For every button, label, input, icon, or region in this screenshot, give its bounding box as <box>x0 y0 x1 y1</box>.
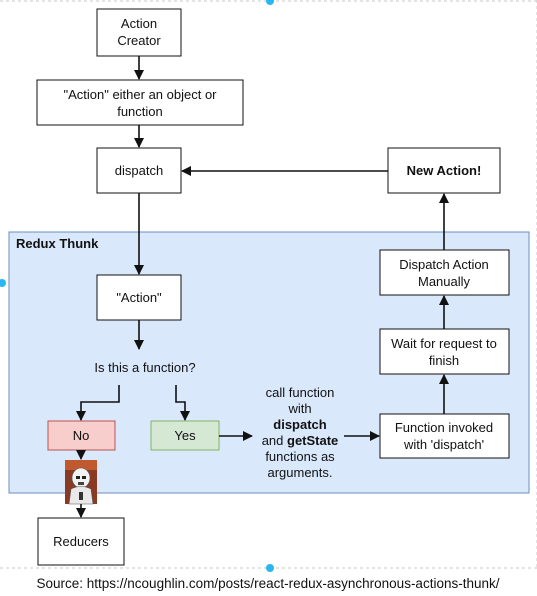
action-type-line1: "Action" either an object or <box>63 87 217 102</box>
dispatch-label: dispatch <box>115 163 163 178</box>
call-function-getstate: getState <box>287 433 338 448</box>
action-creator-line2: Creator <box>117 33 161 48</box>
reducers-label: Reducers <box>53 534 109 549</box>
dispatch-manual-line2: Manually <box>418 274 471 289</box>
action-type-line2: function <box>117 104 163 119</box>
function-invoked-line2: with 'dispatch' <box>403 437 484 452</box>
selection-handle-top[interactable] <box>266 0 274 5</box>
call-function-line6: arguments. <box>267 465 332 480</box>
source-caption: Source: https://ncoughlin.com/posts/reac… <box>37 576 500 591</box>
edge-question-to-yes <box>175 385 190 421</box>
action-type-node[interactable] <box>36 79 244 126</box>
call-function-line5: functions as <box>265 449 335 464</box>
edge-question-to-no <box>76 385 120 421</box>
no-label: No <box>73 428 90 443</box>
function-invoked-line1: Function invoked <box>395 420 493 435</box>
function-invoked-node[interactable] <box>379 413 510 459</box>
wait-request-node[interactable] <box>379 328 510 375</box>
call-function-line3: dispatch <box>273 417 327 432</box>
new-action-label: New Action! <box>407 163 482 178</box>
call-function-and: and <box>262 433 287 448</box>
yes-label: Yes <box>174 428 196 443</box>
thunk-action-label: "Action" <box>116 290 162 305</box>
thunk-action-node[interactable] <box>96 274 182 321</box>
group-label: Redux Thunk <box>16 236 99 251</box>
question-label: Is this a function? <box>94 360 195 375</box>
selection-handle-left[interactable] <box>0 279 6 287</box>
dispatch-manual-line1: Dispatch Action <box>399 257 489 272</box>
call-function-line4: and getState <box>262 433 339 448</box>
wait-request-line2: finish <box>429 353 459 368</box>
yes-node[interactable] <box>150 420 220 451</box>
stormtrooper-image <box>65 460 97 505</box>
call-function-line1: call function <box>266 385 335 400</box>
wait-request-line1: Wait for request to <box>391 336 497 351</box>
dispatch-manual-node[interactable] <box>379 249 510 296</box>
selection-handle-bottom[interactable] <box>266 564 274 572</box>
action-creator-node[interactable] <box>96 8 182 57</box>
reducers-node[interactable] <box>37 517 125 566</box>
call-function-line2: with <box>287 401 311 416</box>
call-function-text: call function with dispatch and getState… <box>262 385 339 480</box>
action-creator-line1: Action <box>121 16 157 31</box>
